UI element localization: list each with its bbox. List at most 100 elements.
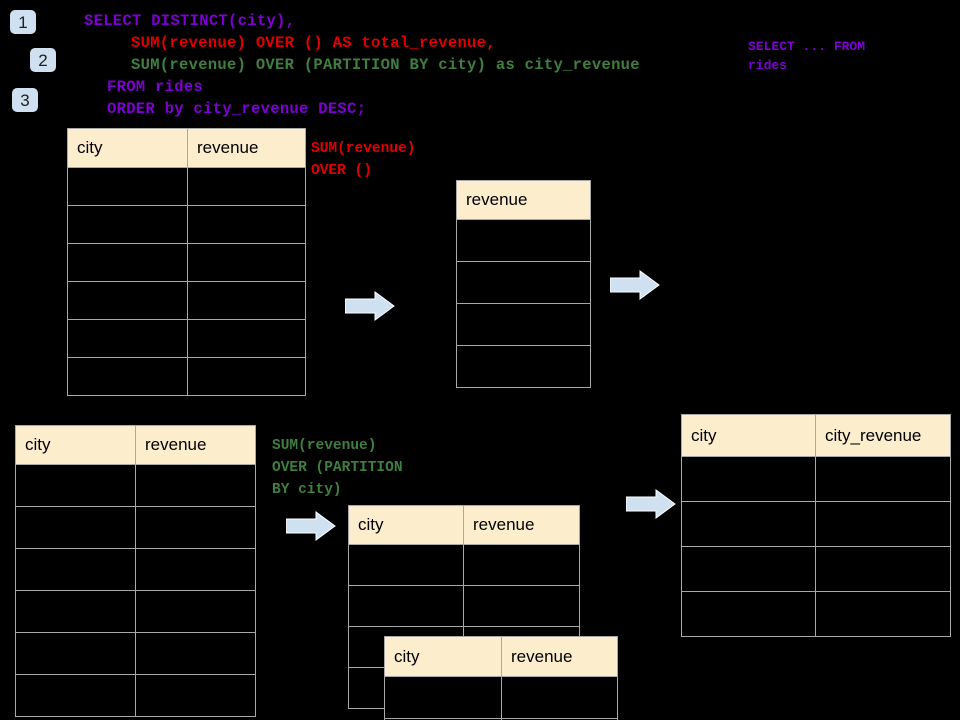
arrow-partition-to-result-icon [626, 489, 676, 519]
table-row [15, 632, 256, 675]
table-body [384, 676, 618, 720]
table-partition-front: city revenue [384, 636, 618, 720]
table-cell [815, 546, 951, 592]
table-header-row: city revenue [348, 505, 580, 545]
annotation-select-from-rides: SELECT ... FROM rides [748, 39, 866, 73]
table-cell [67, 319, 188, 358]
table-cell [463, 585, 580, 627]
table-row [67, 243, 306, 282]
table-cell [67, 281, 188, 320]
table-source-top: city revenue [67, 128, 306, 396]
arrow-total-to-result-icon [610, 270, 660, 300]
table-row [15, 548, 256, 591]
table-cell [681, 546, 816, 592]
arrow-source-to-total-icon [345, 291, 395, 321]
column-header-revenue: revenue [456, 180, 591, 220]
table-total-revenue: revenue [456, 180, 591, 388]
table-row [67, 167, 306, 206]
table-cell [681, 456, 816, 502]
column-header-city: city [15, 425, 136, 465]
table-cell [681, 591, 816, 637]
table-row [681, 501, 951, 547]
table-cell [815, 456, 951, 502]
table-row [15, 506, 256, 549]
table-cell [67, 205, 188, 244]
table-row [67, 205, 306, 244]
table-row [384, 676, 618, 719]
table-row [67, 281, 306, 320]
sql-line-city-revenue: SUM(revenue) OVER (PARTITION BY city) as… [131, 56, 640, 74]
column-header-revenue: revenue [501, 636, 618, 677]
table-cell [135, 590, 256, 633]
sql-line-total-revenue: SUM(revenue) OVER () AS total_revenue, [131, 34, 496, 52]
table-cell [187, 205, 306, 244]
table-row [384, 718, 618, 720]
annotation-sum-over-empty: SUM(revenue) OVER () [311, 141, 416, 179]
table-cell [15, 506, 136, 549]
table-row [681, 591, 951, 637]
table-cell [456, 261, 591, 304]
table-cell [348, 585, 464, 627]
column-header-city-revenue: city_revenue [815, 414, 951, 457]
step-badge-3: 3 [12, 88, 38, 112]
table-cell [501, 718, 618, 720]
step-badge-1: 1 [10, 10, 36, 34]
table-row [15, 674, 256, 717]
table-row [67, 319, 306, 358]
table-cell [15, 548, 136, 591]
table-cell [456, 219, 591, 262]
table-cell [348, 544, 464, 586]
table-cell [67, 243, 188, 282]
table-result: city city_revenue [681, 414, 951, 637]
column-header-revenue: revenue [135, 425, 256, 465]
table-cell [15, 464, 136, 507]
step-badge-2: 2 [30, 48, 56, 72]
table-header-row: city revenue [67, 128, 306, 168]
table-cell [187, 319, 306, 358]
table-cell [67, 167, 188, 206]
arrow-source-to-partition-icon [286, 511, 336, 541]
table-header-row: city revenue [384, 636, 618, 677]
table-cell [815, 591, 951, 637]
table-row [456, 219, 591, 262]
table-header-row: revenue [456, 180, 591, 220]
table-cell [187, 243, 306, 282]
table-cell [15, 590, 136, 633]
table-cell [135, 548, 256, 591]
table-row [67, 357, 306, 396]
table-cell [815, 501, 951, 547]
column-header-city: city [384, 636, 502, 677]
column-header-revenue: revenue [187, 128, 306, 168]
table-row [15, 464, 256, 507]
column-header-city: city [67, 128, 188, 168]
table-cell [456, 345, 591, 388]
table-body [681, 456, 951, 637]
table-cell [384, 676, 502, 719]
table-cell [187, 167, 306, 206]
table-row [456, 303, 591, 346]
table-cell [15, 674, 136, 717]
table-header-row: city revenue [15, 425, 256, 465]
table-row [348, 585, 580, 627]
table-row [348, 544, 580, 586]
sql-line-select: SELECT DISTINCT(city), [84, 12, 296, 30]
sql-line-from: FROM rides [107, 78, 204, 96]
table-cell [501, 676, 618, 719]
table-cell [681, 501, 816, 547]
sql-line-order-by: ORDER by city_revenue DESC; [107, 100, 367, 118]
table-cell [135, 464, 256, 507]
column-header-city: city [681, 414, 816, 457]
table-row [456, 261, 591, 304]
table-cell [187, 281, 306, 320]
table-source-bottom: city revenue [15, 425, 256, 717]
table-body [67, 167, 306, 396]
annotation-sum-over-partition: SUM(revenue) OVER (PARTITION BY city) [272, 438, 403, 498]
table-cell [15, 632, 136, 675]
table-body [456, 219, 591, 388]
table-cell [187, 357, 306, 396]
table-cell [135, 674, 256, 717]
table-cell [67, 357, 188, 396]
column-header-revenue: revenue [463, 505, 580, 545]
table-cell [463, 544, 580, 586]
